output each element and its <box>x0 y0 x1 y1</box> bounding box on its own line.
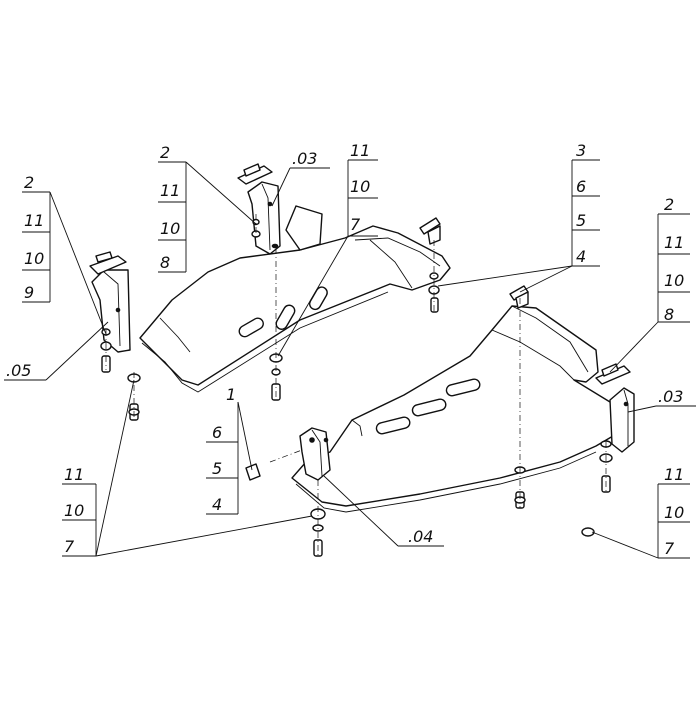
callout-br-3: 7 <box>664 539 675 558</box>
upper-left-skid-plate <box>139 205 451 393</box>
callout-br-2: 10 <box>664 503 684 522</box>
bracket-upper-center <box>237 163 281 255</box>
callout-cl-4: 4 <box>212 495 222 514</box>
assembly-axes <box>105 214 607 556</box>
callout-bl-1: 11 <box>64 465 84 484</box>
callout-ul-4: 9 <box>24 283 34 302</box>
callout-rb-4: 4 <box>576 247 586 266</box>
callout-bl-2: 10 <box>64 501 84 520</box>
callout-rb-3: 5 <box>576 211 586 230</box>
callout-bottom-right: 11 10 7 <box>591 465 690 559</box>
callout-front-bracket: 2 11 10 8 <box>158 143 257 273</box>
callout-rear-bracket: 3 6 5 4 <box>437 141 600 293</box>
callout-ul-2: 11 <box>24 211 44 230</box>
bracket-lower-center <box>245 427 331 481</box>
callout-ul-3: 10 <box>24 249 44 268</box>
callout-ul-1: 2 <box>24 173 34 192</box>
callout-front-plate-label: .03 <box>271 149 330 207</box>
bracket-left <box>89 251 131 353</box>
callout-fb-3: 10 <box>160 219 180 238</box>
fasteners <box>100 218 613 557</box>
callout-center-plate-label: .04 <box>323 475 444 547</box>
clip-top-center <box>509 285 529 309</box>
callout-bl-3: 7 <box>64 537 75 556</box>
callout-rb-2: 6 <box>576 177 586 196</box>
bracket-right <box>595 363 635 453</box>
left-plate-label: .05 <box>6 361 31 380</box>
callout-fm-1: 11 <box>350 141 370 160</box>
callout-rb-1: 3 <box>576 141 586 160</box>
callout-br-1: 11 <box>664 465 684 484</box>
callout-bottom-left: 11 10 7 <box>62 379 313 557</box>
callout-rs-1: 2 <box>664 195 674 214</box>
callout-cl-3: 5 <box>212 459 222 478</box>
callout-fm-2: 10 <box>350 177 370 196</box>
callout-left-plate-label: .05 <box>4 321 109 381</box>
callout-fm-3: 7 <box>350 215 361 234</box>
center-plate-label: .04 <box>408 527 433 546</box>
callout-right-side: 2 11 10 8 <box>609 195 690 373</box>
callout-fb-2: 11 <box>160 181 180 200</box>
right-plate-label: .03 <box>658 387 683 406</box>
callout-rs-2: 11 <box>664 233 684 252</box>
callout-cl-1: 1 <box>226 385 236 404</box>
lower-right-skid-plate <box>291 305 633 513</box>
callout-front-mid: 11 10 7 <box>277 141 378 357</box>
callout-right-plate-label: .03 <box>627 387 696 413</box>
callout-fb-4: 8 <box>160 253 170 272</box>
callout-upper-left: 2 11 10 9 <box>22 173 107 335</box>
callout-cl-2: 6 <box>212 423 222 442</box>
callout-rs-3: 10 <box>664 271 684 290</box>
callout-rs-4: 8 <box>664 305 674 324</box>
front-plate-label: .03 <box>292 149 317 168</box>
callout-center-lower: 1 6 5 4 <box>206 385 253 515</box>
callout-fb-1: 2 <box>160 143 170 162</box>
